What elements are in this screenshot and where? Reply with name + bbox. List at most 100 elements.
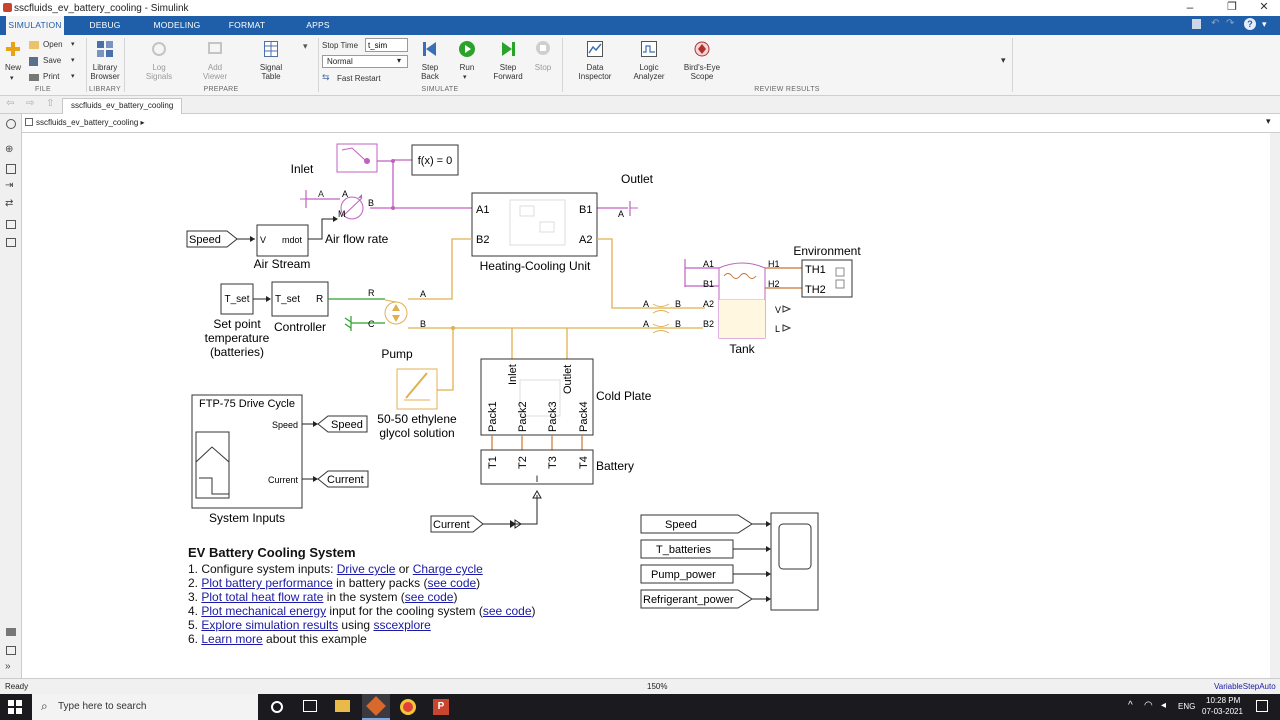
sscexplore-link[interactable]: sscexplore [373,618,431,632]
library-browser-button[interactable]: Library Browser [89,39,121,85]
image-icon[interactable] [6,220,16,229]
clock-time[interactable]: 10:28 PM [1206,696,1241,705]
camera-icon[interactable] [6,628,16,636]
fluid-properties-block[interactable] [396,368,438,410]
undo-icon[interactable]: ↶ [1211,18,1220,29]
task-view-icon[interactable] [303,700,317,712]
windows-start-icon[interactable] [8,700,26,718]
network-icon[interactable]: ◠ [1144,700,1153,711]
explore-results-link[interactable]: Explore simulation results [201,618,339,632]
stop-button[interactable]: Stop [530,39,556,85]
logic-analyzer-label-1: Logic [639,63,659,72]
save-button[interactable]: Save ▾ [29,56,79,68]
goto-speed-block[interactable] [317,415,368,433]
fit-to-view-icon[interactable] [6,164,16,174]
arrow-icon[interactable]: ⇥ [5,180,14,191]
stop-time-input[interactable] [365,38,408,52]
breadcrumb-dropdown-icon[interactable]: ▾ [1266,116,1271,126]
see-code-link-1[interactable]: see code [427,576,477,590]
plot-heat-flow-link[interactable]: Plot total heat flow rate [201,590,324,604]
matlab-taskbar-button[interactable] [362,694,390,720]
heating-cooling-unit-block[interactable] [471,192,598,257]
taskbar-search-box[interactable]: ⌕ Type here to search [32,694,258,720]
tab-apps[interactable]: APPS [306,20,330,30]
signal-table-button[interactable]: Signal Table [252,39,290,85]
gallery-expand-icon[interactable]: ▾ [1001,55,1006,65]
see-code-link-3[interactable]: see code [482,604,532,618]
tab-format[interactable]: FORMAT [228,20,266,30]
battery-block[interactable] [480,449,594,485]
expand-chevron-icon[interactable]: ▾ [303,41,308,51]
from-current-block[interactable] [430,515,484,533]
vertical-scrollbar[interactable] [1270,133,1280,678]
minimize-button[interactable]: – [1186,0,1194,14]
from-speed-block[interactable] [186,230,238,248]
add-viewer-label-2: Viewer [202,72,228,81]
clock-date[interactable]: 07-03-2021 [1202,707,1243,716]
from-refrigerant-power[interactable] [640,589,753,609]
powerpoint-icon[interactable]: P [433,699,449,715]
expand-icon[interactable]: » [5,661,11,672]
plot-mechanical-energy-link[interactable]: Plot mechanical energy [201,604,327,618]
forward-arrow-icon[interactable]: ⇨ [26,98,35,109]
open-button[interactable]: Open ▾ [29,40,79,52]
area-icon[interactable] [6,238,16,247]
birds-eye-scope-button[interactable]: Bird's-Eye Scope [680,39,724,85]
logic-analyzer-button[interactable]: Logic Analyzer [630,39,668,85]
see-code-link-2[interactable]: see code [404,590,454,604]
annotation-arrow-icon[interactable]: ⇄ [5,198,14,209]
run-button[interactable]: Run ▾ [452,39,482,85]
charge-cycle-link[interactable]: Charge cycle [412,562,483,576]
collapse-ribbon-icon[interactable]: ▾ [1262,19,1267,29]
redo-icon[interactable]: ↷ [1226,18,1235,29]
breadcrumb[interactable]: sscfluids_ev_battery_cooling ▸ [36,118,145,127]
tab-modeling[interactable]: MODELING [153,20,201,30]
cold-plate-block[interactable] [480,358,594,436]
tray-chevron-icon[interactable]: ^ [1128,700,1133,711]
chrome-icon[interactable] [400,699,416,715]
goto-current-block[interactable] [317,470,369,488]
back-arrow-icon[interactable]: ⇦ [6,98,15,109]
volume-icon[interactable]: ◂ [1161,700,1167,711]
fast-restart-label: Fast Restart [337,74,381,83]
open-label: Open [43,40,63,49]
learn-more-link[interactable]: Learn more [201,632,263,646]
data-inspector-button[interactable]: Data Inspector [576,39,614,85]
cortana-icon[interactable] [271,701,283,713]
up-arrow-icon[interactable]: ⇧ [46,98,55,109]
model-tab[interactable]: sscfluids_ev_battery_cooling [62,98,183,114]
controller-block[interactable] [271,281,329,317]
property-inspector-icon[interactable] [6,646,16,655]
file-explorer-icon[interactable] [335,700,350,712]
log-signals-button[interactable]: Log Signals [142,39,176,85]
drive-cycle-link[interactable]: Drive cycle [336,562,396,576]
help-icon[interactable]: ? [1244,18,1256,30]
save-quick-icon[interactable] [1192,19,1201,29]
maximize-button[interactable]: ❐ [1227,1,1237,13]
model-canvas[interactable]: f(x) = 0 Inlet A A B M Outlet A Speed V … [22,133,1270,678]
environment-block[interactable] [801,259,853,298]
close-window-button[interactable]: ✕ [1259,1,1269,13]
birds-eye-label-1: Bird's-Eye [683,63,721,72]
hide-show-browser-icon[interactable] [6,119,16,129]
plot-battery-performance-link[interactable]: Plot battery performance [201,576,333,590]
step-back-button[interactable]: Step Back [414,39,446,85]
notifications-icon[interactable] [1256,700,1268,712]
fast-restart-button[interactable]: ⇆ Fast Restart [322,72,412,84]
air-stream-block[interactable] [256,224,309,257]
solver-link[interactable]: VariableStepAuto [1214,682,1276,691]
scenario-switch-block[interactable] [336,143,378,173]
tank-block[interactable] [718,262,766,339]
from-speed-scope[interactable] [640,514,753,534]
zoom-icon[interactable]: ⊕ [5,144,14,155]
step-forward-button[interactable]: Step Forward [490,39,526,85]
new-button[interactable]: New ▾ [3,39,23,83]
add-viewer-button[interactable]: Add Viewer [198,39,232,85]
tset-constant-block[interactable] [220,283,254,315]
tab-simulation[interactable]: SIMULATION [6,16,64,35]
solver-configuration-block[interactable] [411,144,459,176]
simulation-mode-select[interactable]: Normal ▾ [322,55,408,68]
print-button[interactable]: Print ▾ [29,72,79,84]
language-indicator[interactable]: ENG [1178,702,1196,711]
tab-debug[interactable]: DEBUG [89,20,121,30]
